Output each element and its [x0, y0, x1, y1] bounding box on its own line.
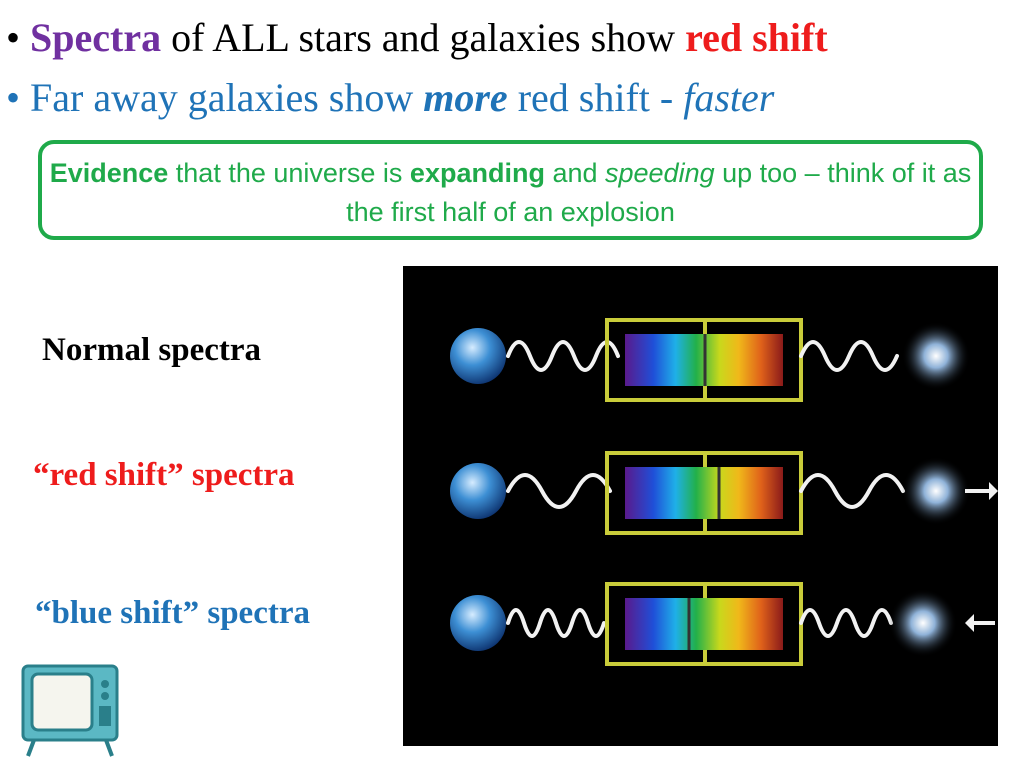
- spectrum-bar: [625, 467, 783, 519]
- faster-term: faster: [683, 75, 775, 120]
- tv-icon[interactable]: [20, 662, 120, 758]
- blue-shift-spectra-label: “blue shift” spectra: [35, 595, 310, 631]
- red-shift-spectra-label: “red shift” spectra: [33, 457, 295, 493]
- evidence-box: Evidence that the universe is expanding …: [38, 140, 983, 240]
- light-wave: [799, 608, 893, 638]
- light-wave: [506, 473, 612, 509]
- galaxy-icon: [902, 457, 970, 525]
- light-wave: [506, 608, 606, 638]
- red-shift-term: red shift: [685, 15, 828, 60]
- bullet-text-2: red shift -: [507, 75, 684, 120]
- speeding-word: speeding: [605, 158, 715, 188]
- bullet-text: Far away galaxies show: [20, 75, 424, 120]
- expanding-word: expanding: [409, 158, 545, 188]
- evidence-text-3: up too – think of it as the first half o…: [346, 158, 972, 228]
- arrow-icon: [965, 614, 995, 632]
- spectrum-row-blue-shift: [450, 582, 995, 666]
- evidence-text-1: that the universe is: [168, 158, 410, 188]
- bullet-text: of ALL stars and galaxies show: [161, 15, 686, 60]
- light-wave: [506, 340, 620, 372]
- galaxy-icon: [902, 322, 970, 390]
- spectrum-bar: [625, 598, 783, 650]
- normal-spectra-label: Normal spectra: [42, 332, 262, 368]
- light-wave: [799, 340, 899, 372]
- light-wave: [799, 473, 905, 509]
- spectra-illustration: [403, 266, 998, 746]
- earth-icon: [450, 595, 506, 651]
- evidence-text-2: and: [544, 158, 605, 188]
- earth-icon: [450, 328, 506, 384]
- spectrum-row-red-shift: [450, 451, 998, 535]
- galaxy-icon: [889, 589, 957, 657]
- bullet-marker: •: [6, 75, 21, 120]
- arrow-icon: [965, 482, 998, 500]
- bullet-far-galaxies: • Far away galaxies show more red shift …: [6, 78, 774, 118]
- earth-icon: [450, 463, 506, 519]
- more-term: more: [423, 75, 508, 120]
- bullet-marker: •: [6, 15, 21, 60]
- bullet-spectra: • Spectra of ALL stars and galaxies show…: [6, 18, 828, 58]
- evidence-word: Evidence: [49, 158, 169, 188]
- spectra-term: Spectra: [30, 15, 162, 60]
- spectrum-row-normal: [450, 318, 970, 402]
